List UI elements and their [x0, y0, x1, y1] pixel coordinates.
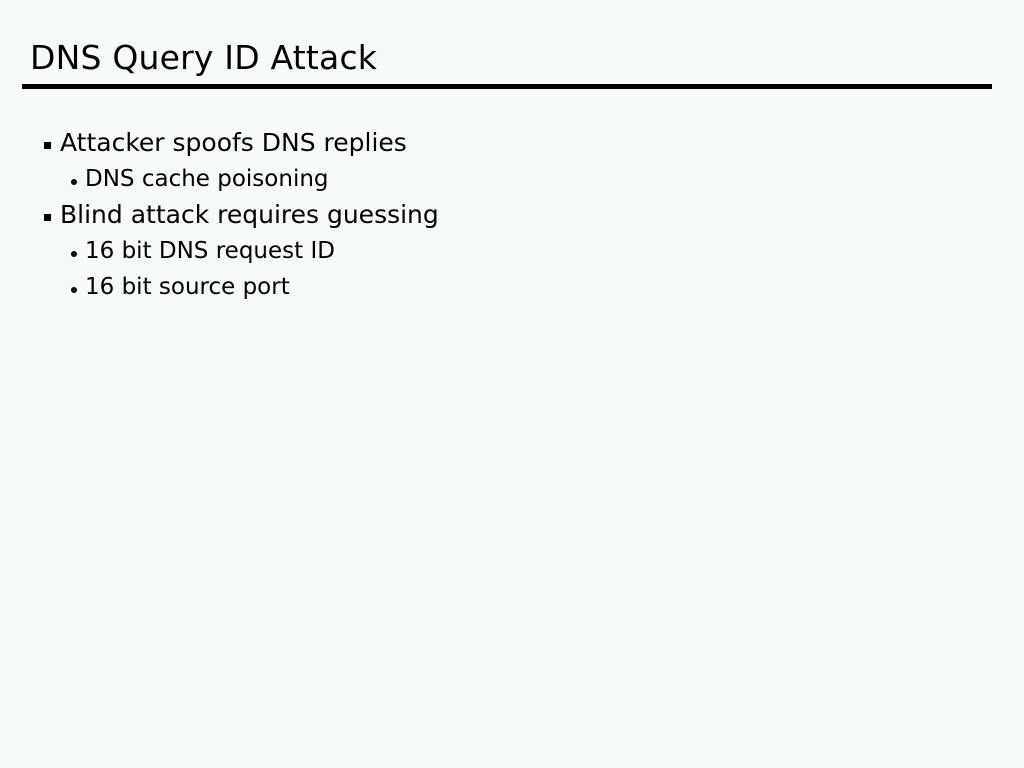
title-divider — [22, 84, 992, 89]
page-title: DNS Query ID Attack — [30, 38, 378, 77]
list-item-label: DNS cache poisoning — [85, 166, 329, 192]
list-item: 16 bit source port — [0, 270, 1024, 306]
bullet-list: Attacker spoofs DNS replies DNS cache po… — [0, 126, 1024, 306]
square-bullet-icon — [44, 214, 51, 221]
list-item: DNS cache poisoning — [0, 162, 1024, 198]
list-item-label: 16 bit DNS request ID — [85, 238, 335, 264]
list-item: 16 bit DNS request ID — [0, 234, 1024, 270]
square-bullet-icon — [44, 142, 51, 149]
list-item-label: Blind attack requires guessing — [60, 200, 439, 229]
list-item: Blind attack requires guessing — [0, 198, 1024, 234]
round-bullet-icon — [71, 251, 77, 257]
list-item-label: Attacker spoofs DNS replies — [60, 128, 407, 157]
round-bullet-icon — [71, 179, 77, 185]
list-item: Attacker spoofs DNS replies — [0, 126, 1024, 162]
list-item-label: 16 bit source port — [85, 274, 290, 300]
round-bullet-icon — [71, 287, 77, 293]
